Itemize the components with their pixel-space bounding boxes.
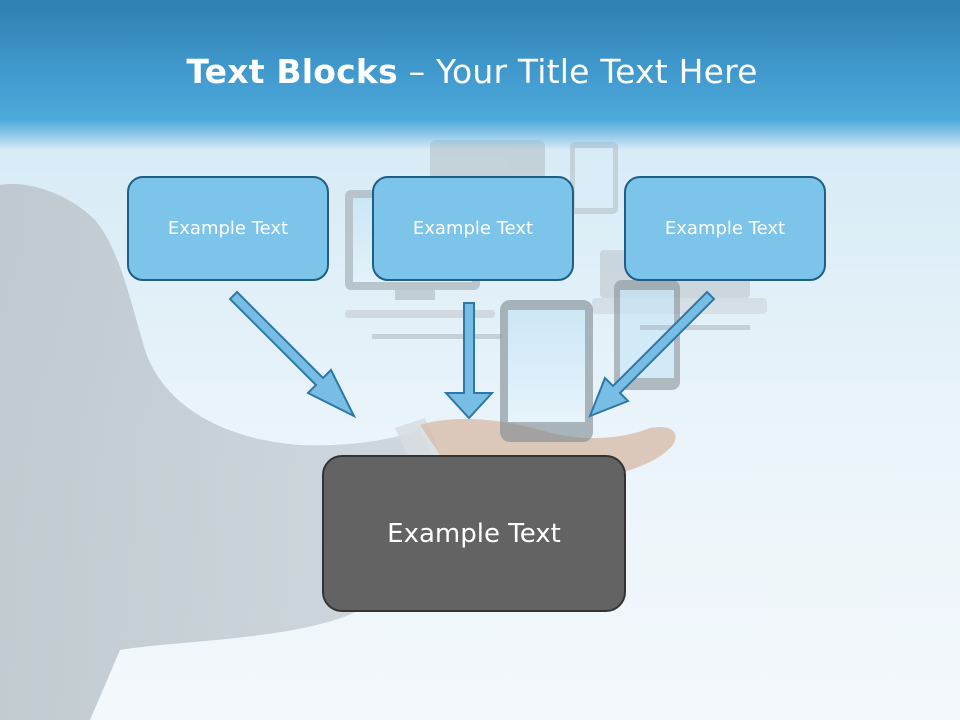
title-rest: Your Title Text Here bbox=[435, 52, 758, 91]
text-block-main-label: Example Text bbox=[387, 518, 561, 549]
header-band bbox=[0, 0, 960, 150]
text-block-left[interactable]: Example Text bbox=[127, 176, 329, 281]
text-block-center[interactable]: Example Text bbox=[372, 176, 574, 281]
text-block-right[interactable]: Example Text bbox=[624, 176, 826, 281]
arrow-right bbox=[588, 290, 716, 418]
text-block-right-label: Example Text bbox=[664, 218, 786, 239]
arrow-center bbox=[443, 302, 495, 420]
arrow-left bbox=[228, 290, 357, 419]
tablet-icon bbox=[430, 140, 618, 214]
title-bold: Text Blocks bbox=[186, 52, 398, 91]
text-block-main[interactable]: Example Text bbox=[322, 455, 626, 612]
slide-title: Text Blocks – Your Title Text Here bbox=[0, 52, 944, 91]
text-block-left-label: Example Text bbox=[167, 218, 289, 239]
title-separator: – bbox=[397, 52, 436, 91]
text-block-center-label: Example Text bbox=[412, 218, 534, 239]
